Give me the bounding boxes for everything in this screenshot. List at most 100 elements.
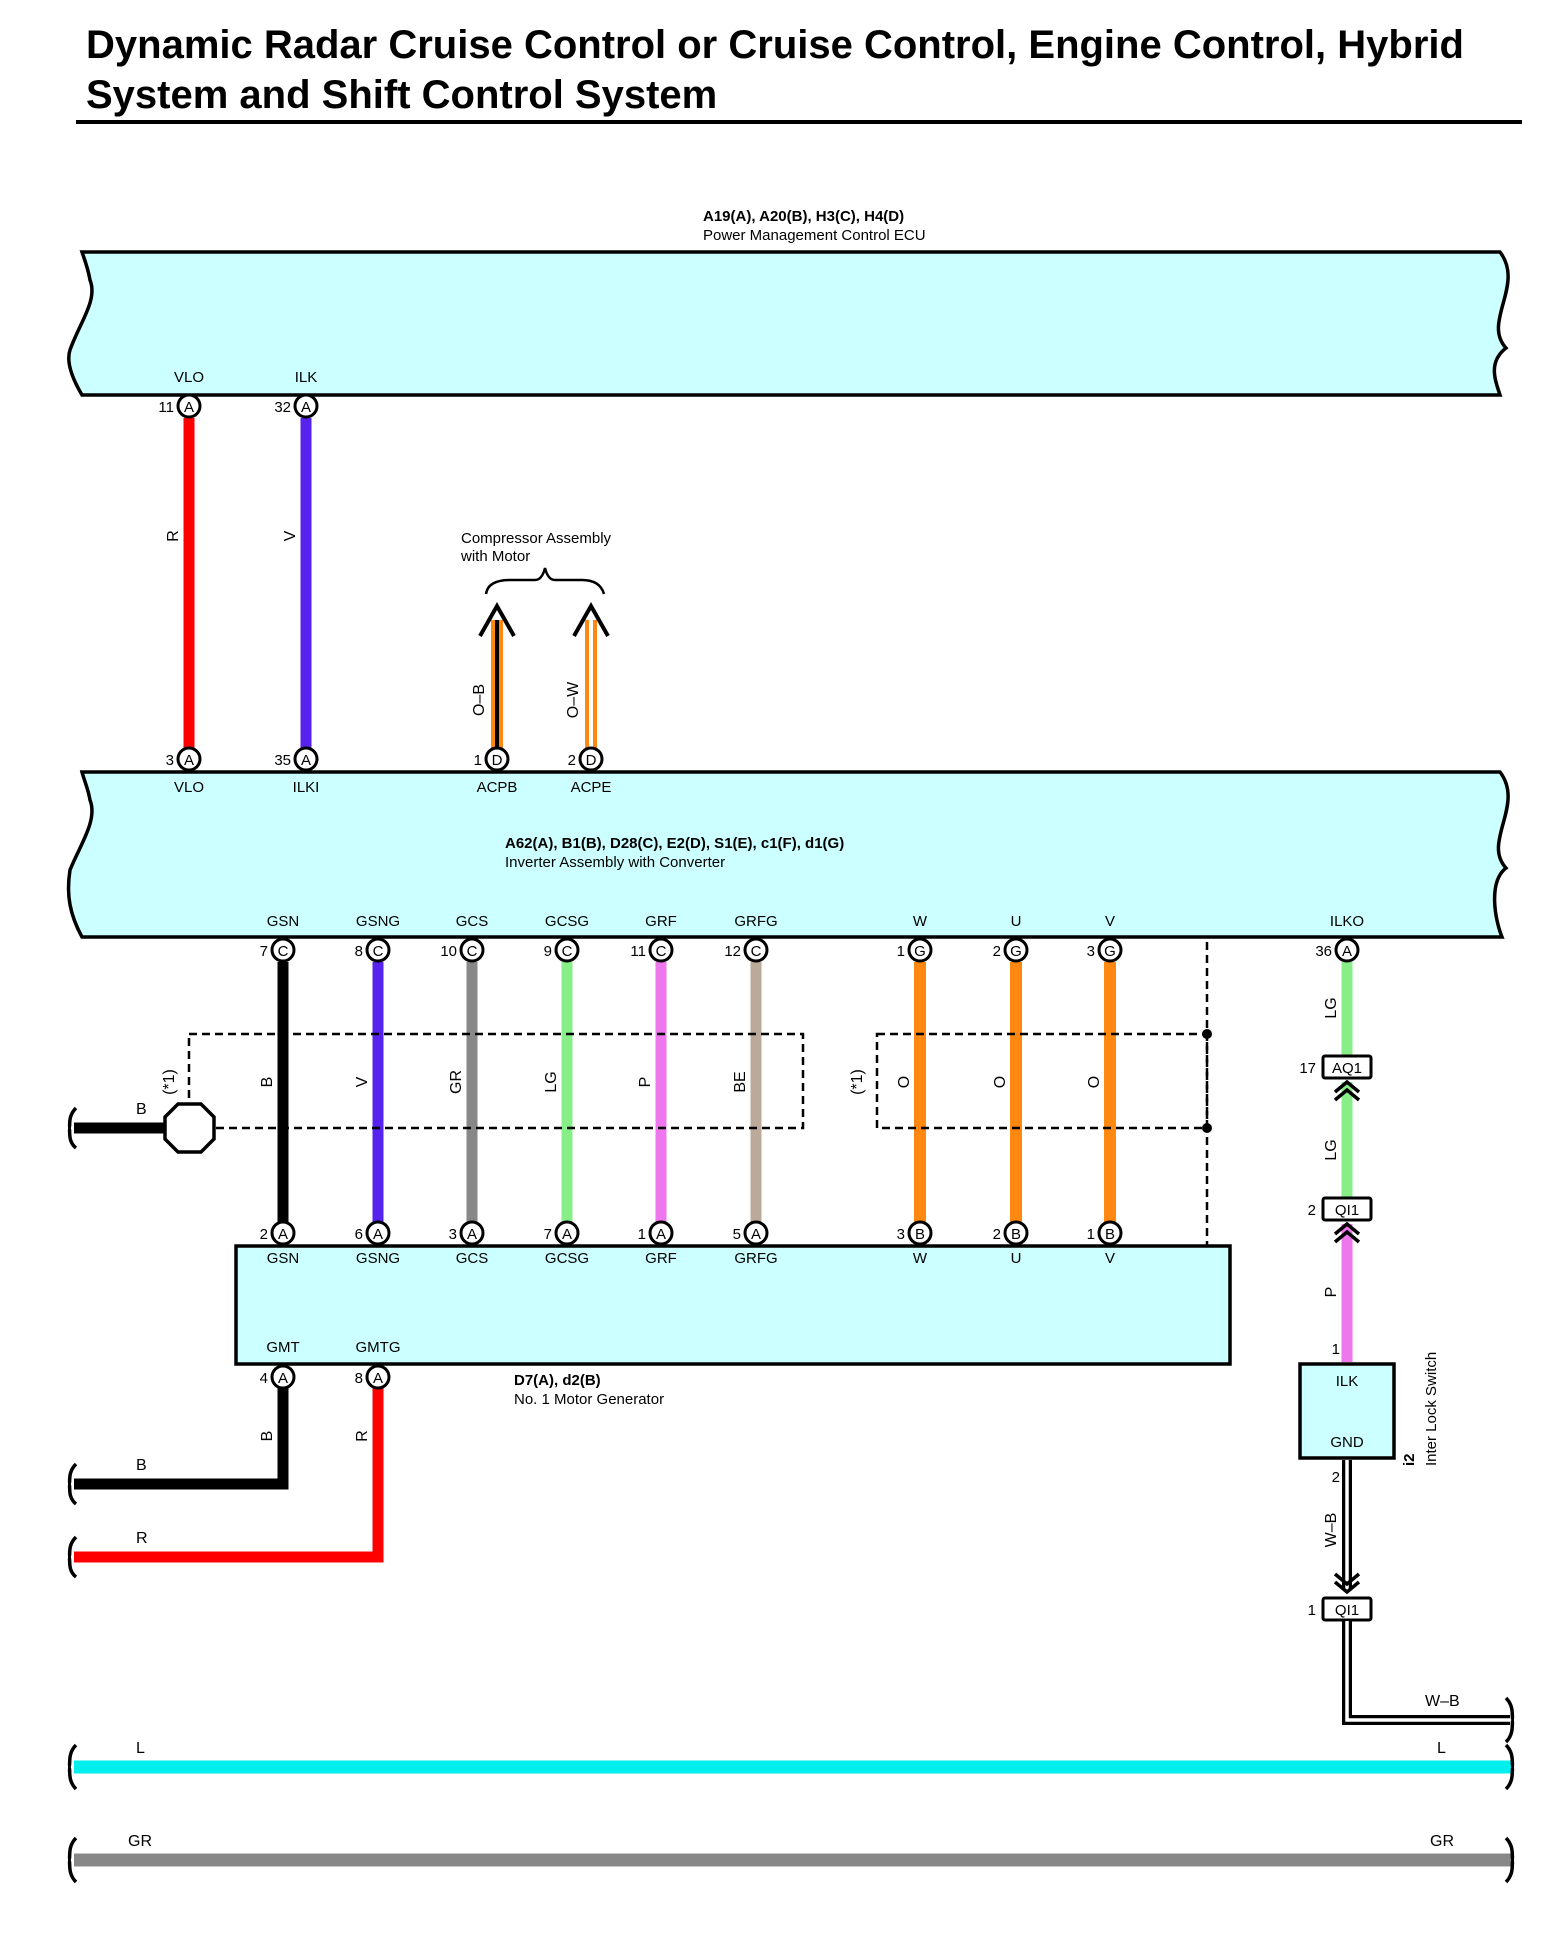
interlock-switch-block	[1298, 1362, 1396, 1460]
interlock-switch-term-top: ILK	[1336, 1373, 1359, 1390]
generator-pin-gmt: A 4 GMT	[260, 1339, 300, 1390]
ecu-pin-32-label: ILK	[295, 369, 318, 386]
inverter-pin-ilko: A 36 ILKO	[1315, 913, 1364, 963]
inverter-pin-vlo-conn: A	[184, 752, 194, 769]
generator-pin-num: 3	[449, 1226, 457, 1243]
inverter-pin-v: G3V	[1087, 913, 1123, 963]
interlock-switch-code: i2	[1401, 1453, 1418, 1466]
inverter-pin-conn: G	[1104, 943, 1116, 960]
inverter-pin-acpb: D 1 ACPB	[474, 746, 518, 796]
wire-label-v: O	[1086, 1076, 1103, 1088]
inverter-bottom-pins: C7GSNC8GSNGC10GCSC9GCSGC11GRFC12GRFGG1WG…	[260, 913, 1123, 963]
wire-label-ilk: V	[282, 530, 299, 541]
inverter-pin-acpb-conn: D	[492, 752, 503, 769]
generator-pin-w: B3W	[897, 1220, 933, 1267]
compressor-wire-ow	[572, 601, 610, 750]
inverter-pin-num: 3	[1087, 943, 1095, 960]
inverter-pin-label: W	[913, 913, 928, 930]
inverter-pin-conn: C	[656, 943, 667, 960]
generator-pin-label: U	[1011, 1250, 1022, 1267]
inverter-pin-conn: G	[914, 943, 926, 960]
bus-label-b: B	[136, 1457, 147, 1474]
wire-gmt	[74, 1388, 289, 1490]
junction-qi1-b: QI1 1	[1308, 1596, 1373, 1622]
wire-label-u: O	[992, 1076, 1009, 1088]
generator-pin-gmtg: A 8 GMTG	[355, 1339, 401, 1390]
wire-label-lg-2: LG	[1323, 1139, 1340, 1160]
inverter-pin-label: GRF	[645, 913, 677, 930]
generator-pin-label: GCS	[456, 1250, 489, 1267]
generator-pin-gmt-conn: A	[278, 1370, 288, 1387]
inverter-pin-conn: C	[562, 943, 573, 960]
generator-codes: D7(A), d2(B)	[514, 1372, 601, 1389]
junction-qi1-b-label: QI1	[1335, 1602, 1359, 1619]
inverter-pin-vlo-label: VLO	[174, 779, 204, 796]
generator-pin-num: 3	[897, 1226, 905, 1243]
inverter-pin-gcsg: C9 GCSG	[544, 913, 589, 963]
inverter-pin-conn: C	[278, 943, 289, 960]
inverter-pin-ilki: A 35 ILKI	[274, 746, 319, 796]
shield-ground-label: B	[136, 1101, 147, 1118]
inverter-pin-label: GSN	[267, 913, 300, 930]
generator-pin-label: GCSG	[545, 1250, 589, 1267]
junction-qi1-a-label: QI1	[1335, 1202, 1359, 1219]
wire-label-ob: O–B	[471, 684, 488, 716]
ecu-name: Power Management Control ECU	[703, 227, 926, 244]
wire-label-vlo: R	[165, 530, 182, 542]
inverter-pin-label: GCS	[456, 913, 489, 930]
wire-label-gcsg: LG	[543, 1071, 560, 1092]
inverter-pin-ilko-conn: A	[1342, 943, 1352, 960]
ecu-pin-11-num: 11	[158, 399, 174, 416]
interlock-switch-name: Inter Lock Switch	[1423, 1352, 1440, 1466]
inverter-name: Inverter Assembly with Converter	[505, 854, 725, 871]
generator-pin-conn: A	[751, 1226, 761, 1243]
generator-pin-gmtg-label: GMTG	[356, 1339, 401, 1356]
inverter-pin-ilki-conn: A	[301, 752, 311, 769]
shield-dot-top	[1202, 1029, 1212, 1039]
bus-line-gr	[67, 1836, 1515, 1884]
inverter-pin-num: 7	[260, 943, 268, 960]
inverter-pin-ilko-num: 36	[1315, 943, 1332, 960]
junction-aq1-label: AQ1	[1332, 1060, 1362, 1077]
generator-pin-label: V	[1105, 1250, 1115, 1267]
generator-pin-num: 2	[993, 1226, 1001, 1243]
inverter-pin-ilki-num: 35	[274, 752, 291, 769]
inverter-pin-label: U	[1011, 913, 1022, 930]
inverter-pin-vlo: A 3 VLO	[166, 746, 204, 796]
generator-pin-label: GRFG	[734, 1250, 777, 1267]
generator-pin-label: W	[913, 1250, 928, 1267]
generator-pin-label: GSN	[267, 1250, 300, 1267]
bus-label-l-right: L	[1437, 1740, 1446, 1757]
inverter-pin-vlo-num: 3	[166, 752, 174, 769]
wire-label-w: O	[896, 1076, 913, 1088]
generator-pin-conn: B	[1105, 1226, 1115, 1243]
junction-qi1-a-num: 2	[1308, 1202, 1316, 1219]
compressor-brace	[484, 567, 606, 595]
inverter-pin-label: V	[1105, 913, 1115, 930]
inverter-pin-num: 1	[897, 943, 905, 960]
inverter-block	[66, 770, 1510, 939]
interlock-switch-pin-in: 1	[1332, 1341, 1340, 1358]
ecu-pin-32-num: 32	[274, 399, 291, 416]
inverter-pin-ilko-label: ILKO	[1330, 913, 1364, 930]
wire-label-wb-1: W–B	[1323, 1513, 1340, 1548]
compressor-name-l2: with Motor	[460, 548, 530, 565]
generator-pin-conn: B	[915, 1226, 925, 1243]
generator-pin-conn: A	[656, 1226, 666, 1243]
generator-block	[234, 1244, 1232, 1366]
inverter-pin-num: 9	[544, 943, 552, 960]
wire-gmtg	[74, 1388, 384, 1563]
wire-label-grf: P	[637, 1077, 654, 1088]
generator-pin-num: 1	[638, 1226, 646, 1243]
inverter-pin-acpb-label: ACPB	[477, 779, 518, 796]
generator-pin-num: 6	[355, 1226, 363, 1243]
inverter-pin-label: GCSG	[545, 913, 589, 930]
inverter-pin-num: 2	[993, 943, 1001, 960]
bus-label-r: R	[136, 1530, 148, 1547]
